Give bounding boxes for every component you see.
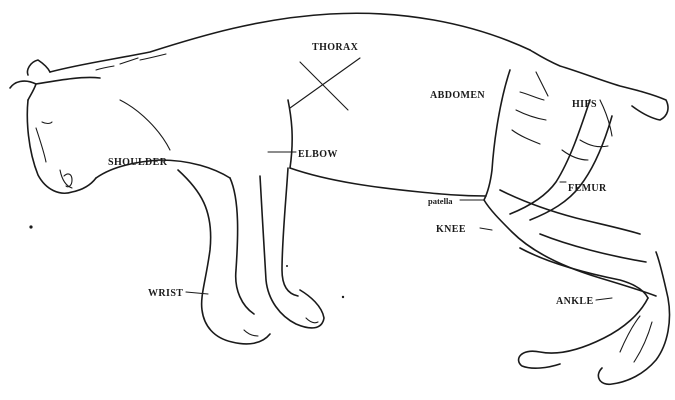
cat-hind-legs [484, 100, 670, 384]
label-leader-lines [186, 152, 612, 300]
label-shoulder: SHOULDER [108, 157, 168, 168]
label-abdomen: ABDOMEN [430, 90, 485, 101]
label-elbow: ELBOW [298, 149, 338, 160]
label-thorax: THORAX [312, 42, 359, 53]
cat-body [36, 13, 530, 196]
label-knee: KNEE [436, 224, 466, 235]
cat-head [10, 60, 96, 193]
cat-hindquarters [484, 50, 668, 200]
label-ankle: ANKLE [556, 296, 594, 307]
label-wrist: WRIST [148, 288, 183, 299]
stray-dot [342, 296, 344, 298]
label-hips: HIPS [572, 99, 597, 110]
label-femur: FEMUR [568, 183, 607, 194]
stray-dot [286, 265, 288, 267]
label-patella: patella [428, 196, 453, 206]
stray-dot [29, 225, 32, 228]
thorax-cross-marker [290, 58, 360, 110]
cat-front-legs [178, 168, 324, 344]
